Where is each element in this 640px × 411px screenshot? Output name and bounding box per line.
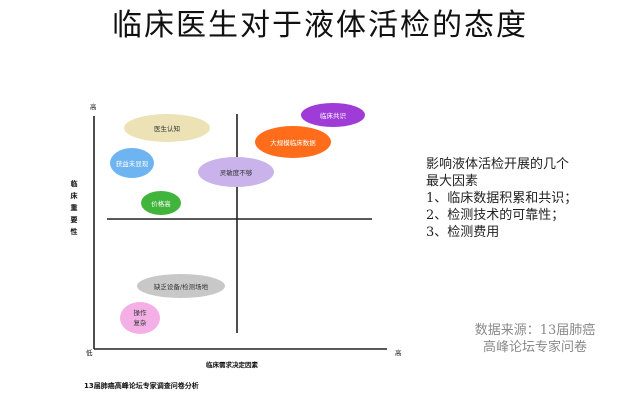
x-axis-high-label: 高: [395, 348, 402, 357]
origin-label: 低: [86, 348, 93, 357]
bubble-label-line2: 复杂: [134, 318, 148, 327]
bubble-clinical-consensus: 临床共识: [301, 103, 365, 127]
y-axis-label-char: 重: [70, 204, 78, 212]
bubble-high-price: 价格高: [141, 191, 181, 215]
key-factors: 影响液体活检开展的几个 最大因素 1、临床数据积累和共识； 2、检测技术的可靠性…: [426, 156, 626, 241]
key-factors-heading-1: 影响液体活检开展的几个: [426, 157, 570, 172]
bubble-physician-awareness: 医生认知: [124, 114, 210, 142]
bubble-label: 大规模临床数据: [270, 138, 316, 147]
bubble-label: 灵敏度不够: [220, 168, 253, 177]
bubble-insufficient-sensitivity: 灵敏度不够: [198, 157, 274, 187]
bubble-label: 价格高: [151, 199, 171, 208]
data-source-line-1: 数据来源：13届肺癌: [474, 323, 596, 338]
footnote: 13届肺癌高峰论坛专家调查问卷分析: [84, 382, 199, 390]
y-axis-label-char: 临: [70, 180, 78, 188]
bubble-large-clinical-data: 大规模临床数据: [255, 126, 331, 158]
key-factor-item: 1、临床数据积累和共识；: [426, 191, 578, 206]
bubble-label: 临床共识: [320, 111, 347, 120]
bubble-benefit-not-shown: 获益未显现: [110, 148, 154, 178]
bubble-complex-operation: 操作 复杂: [120, 302, 160, 334]
y-axis-label-char: 性: [70, 228, 78, 236]
bubble-lack-of-equipment: 缺乏设备/检测场地: [137, 274, 225, 298]
x-axis-label: 临床需求决定因素: [206, 360, 259, 369]
y-axis-label: 临床重要性: [69, 178, 79, 238]
data-source: 数据来源：13届肺癌 高峰论坛专家问卷: [440, 322, 630, 356]
data-source-line-2: 高峰论坛专家问卷: [482, 340, 587, 355]
y-axis-high-label: 高: [90, 102, 97, 111]
bubble-label: 缺乏设备/检测场地: [154, 282, 209, 291]
bubble-label: 获益未显现: [116, 159, 149, 168]
page-title: 临床医生对于液体活检的态度: [112, 8, 528, 43]
bubble-label: 医生认知: [154, 124, 180, 133]
bubble-label-line1: 操作: [134, 308, 148, 317]
key-factors-heading-2: 最大因素: [426, 174, 479, 189]
key-factor-item: 2、检测技术的可靠性；: [426, 208, 565, 223]
key-factor-item: 3、检测费用: [426, 225, 500, 240]
y-axis-label-char: 要: [70, 216, 78, 224]
y-axis-label-char: 床: [70, 192, 78, 200]
